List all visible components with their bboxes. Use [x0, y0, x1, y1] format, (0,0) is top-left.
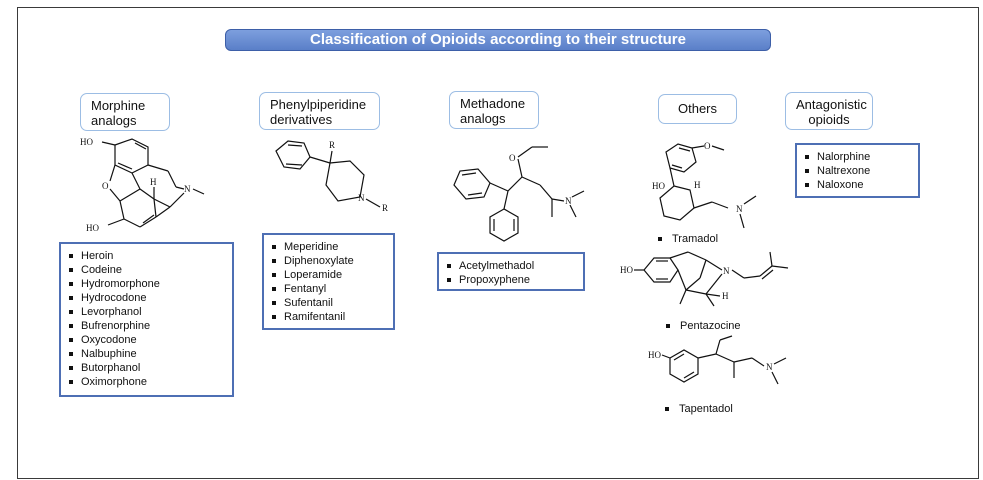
tapentadol-structure: HO N [648, 335, 787, 385]
tramadol-n: N [736, 204, 743, 214]
list-item: Acetylmethadol [447, 259, 575, 273]
list-item: Bufrenorphine [69, 319, 224, 333]
list-item: Diphenoxylate [272, 254, 385, 268]
list-item: Oximorphone [69, 375, 224, 389]
methadone-structure: O N [453, 146, 585, 242]
list-item: Butorphanol [69, 361, 224, 375]
label-tramadol: Tramadol [656, 232, 718, 246]
phenylpiperidine-structure: R N R [275, 140, 388, 213]
pentazocine-ho: HO [620, 265, 633, 275]
list-item: Nalorphine [805, 150, 910, 164]
list-antagonistic-opioids: Nalorphine Naltrexone Naloxone [795, 143, 920, 198]
list-item: Loperamide [272, 268, 385, 282]
tapentadol-ho: HO [648, 350, 661, 360]
figure-frame [17, 7, 979, 479]
list-item: Hydromorphone [69, 277, 224, 291]
list-item: Fentanyl [272, 282, 385, 296]
phenylpiperidine-n: N [358, 193, 365, 203]
header-phenylpiperidine-derivatives: Phenylpiperidine derivatives [259, 92, 380, 130]
label-pentazocine: Pentazocine [664, 319, 741, 333]
list-methadone-analogs: Acetylmethadol Propoxyphene [437, 252, 585, 291]
list-item: Naltrexone [805, 164, 910, 178]
list-item: Levorphanol [69, 305, 224, 319]
diagram-title: Classification of Opioids according to t… [225, 29, 771, 51]
tramadol-h: H [694, 180, 701, 190]
tapentadol-n: N [766, 362, 773, 372]
list-item: Nalbuphine [69, 347, 224, 361]
morphine-structure: HO O H N HO [80, 137, 205, 233]
list-item: Codeine [69, 263, 224, 277]
morphine-ho-bottom: HO [86, 223, 99, 233]
list-item: Oxycodone [69, 333, 224, 347]
methadone-n: N [565, 196, 572, 206]
tramadol-o: O [704, 141, 711, 151]
list-item: Sufentanil [272, 296, 385, 310]
phenylpiperidine-r-n: R [382, 203, 388, 213]
pentazocine-structure: HO N H [620, 251, 789, 307]
list-item: Naloxone [805, 178, 910, 192]
list-phenylpiperidine-derivatives: Meperidine Diphenoxylate Loperamide Fent… [262, 233, 395, 330]
list-item: Ramifentanil [272, 310, 385, 324]
header-morphine-analogs: Morphine analogs [80, 93, 170, 131]
morphine-n: N [184, 184, 191, 194]
list-item: Heroin [69, 249, 224, 263]
methadone-o: O [509, 153, 516, 163]
list-item: Hydrocodone [69, 291, 224, 305]
label-tapentadol: Tapentadol [663, 402, 733, 416]
pentazocine-n: N [723, 266, 730, 276]
phenylpiperidine-r-top: R [329, 140, 335, 150]
pentazocine-h: H [722, 291, 729, 301]
tramadol-structure: O HO H N [652, 141, 757, 229]
header-others: Others [658, 94, 737, 124]
header-methadone-analogs: Methadone analogs [449, 91, 539, 129]
list-item: Propoxyphene [447, 273, 575, 287]
morphine-o-bridge: O [102, 181, 109, 191]
morphine-ho-top: HO [80, 137, 93, 147]
tramadol-ho: HO [652, 181, 665, 191]
list-item: Meperidine [272, 240, 385, 254]
header-antagonistic-opioids: Antagonistic opioids [785, 92, 873, 130]
morphine-h: H [150, 177, 157, 187]
list-morphine-analogs: Heroin Codeine Hydromorphone Hydrocodone… [59, 242, 234, 397]
